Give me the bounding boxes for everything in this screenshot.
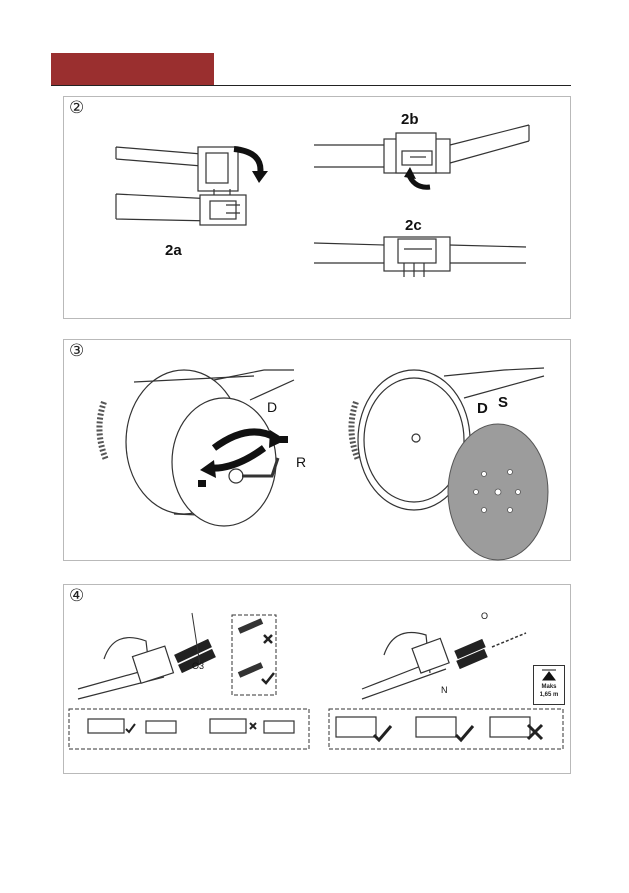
label-s: S [498,394,508,411]
sanding-disc-illustration [64,340,570,560]
hose-connection-illustration [64,585,570,773]
label-2b: 2b [401,111,419,128]
label-d-left: D [267,399,277,415]
label-o3: O3 [192,661,204,671]
pole-connector-illustration-2a [64,97,570,318]
panel-step-3: ③ [63,339,571,561]
label-d-right: D [477,400,488,417]
section-header-tab [51,53,214,86]
label-2c: 2c [405,217,422,234]
panel-step-4: ④ O3 O [63,584,571,774]
max-height-warning: Maks 1,65 m [533,665,565,705]
panel-step-2: ② [63,96,571,319]
label-o: O [481,611,488,621]
header-rule [51,85,571,86]
label-n: N [441,685,448,695]
label-r: R [296,454,306,470]
label-2a: 2a [165,242,182,259]
max-height-value: 1,65 m [534,691,564,699]
max-height-label: Maks [534,683,564,691]
